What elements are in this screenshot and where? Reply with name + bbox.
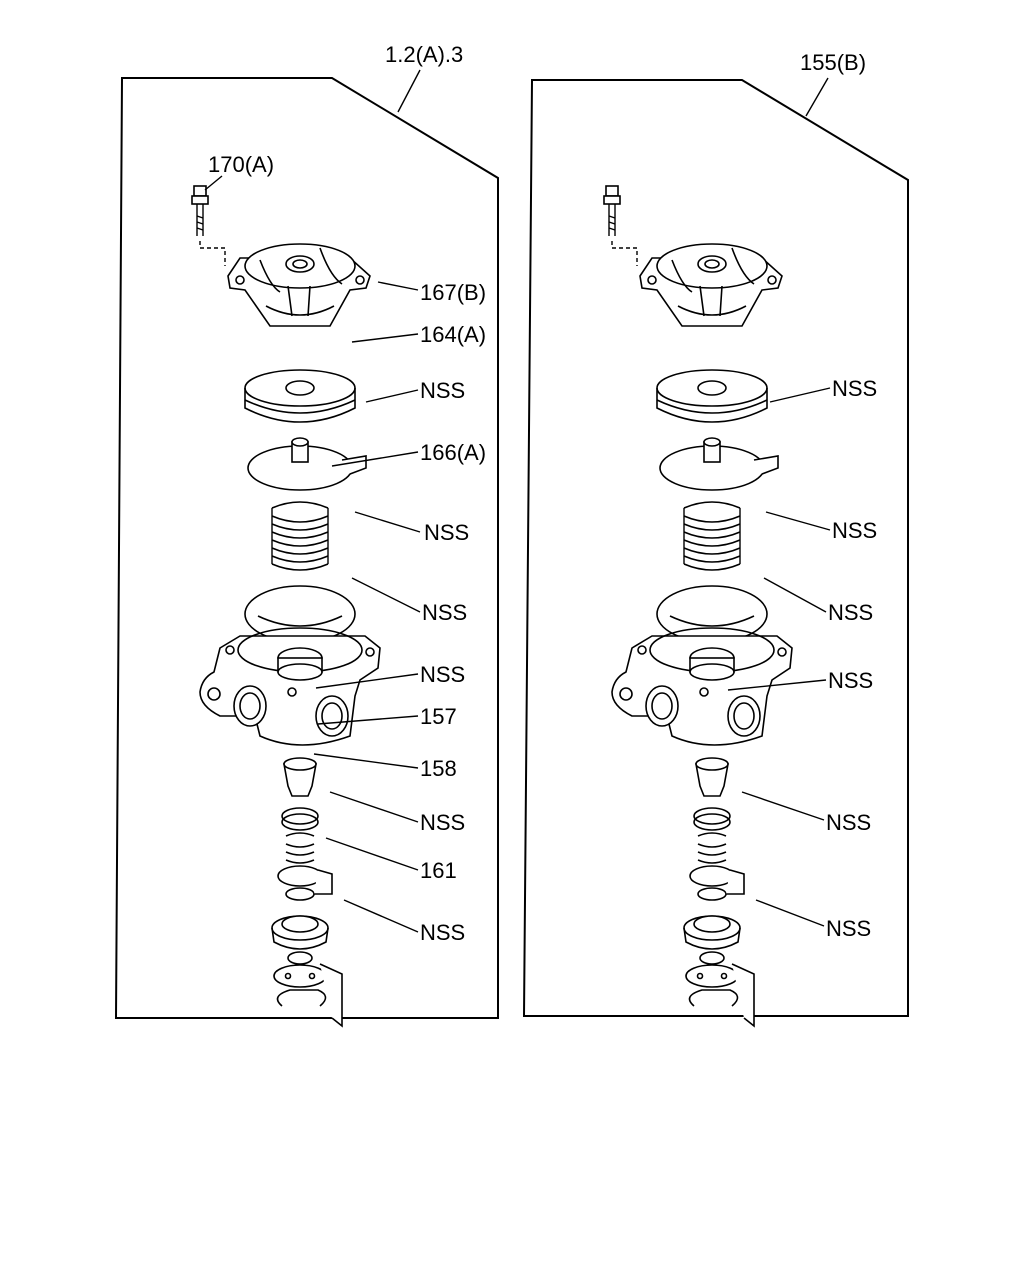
callout-164a: 164(A) xyxy=(420,322,486,347)
callout-nss-body: NSS xyxy=(828,600,873,625)
callout-nss-inlet: NSS xyxy=(828,668,873,693)
panel-left: 1.2(A).3 170(A) 167(B) 164(A) NSS 166(A)… xyxy=(114,42,499,1027)
callout-167b: 167(B) xyxy=(420,280,486,305)
panel-title: 155(B) xyxy=(800,50,866,75)
callout-nss-body: NSS xyxy=(422,600,467,625)
callout-nss-retainer: NSS xyxy=(826,916,871,941)
callout-158: 158 xyxy=(420,756,457,781)
callout-nss-inlet: NSS xyxy=(420,662,465,687)
panel-right: 155(B) NSS NSS NSS NSS NSS NSS xyxy=(522,50,909,1027)
callout-157: 157 xyxy=(420,704,457,729)
callout-170a: 170(A) xyxy=(208,152,274,177)
panel-title: 1.2(A).3 xyxy=(385,42,463,67)
callout-nss-seal: NSS xyxy=(420,810,465,835)
callout-nss-gasket: NSS xyxy=(832,518,877,543)
callout-nss-gasket: NSS xyxy=(424,520,469,545)
callout-nss-retainer: NSS xyxy=(420,920,465,945)
callout-nss-seal: NSS xyxy=(826,810,871,835)
callout-nss-disc: NSS xyxy=(832,376,877,401)
callout-nss-disc: NSS xyxy=(420,378,465,403)
callout-161: 161 xyxy=(420,858,457,883)
callout-166a: 166(A) xyxy=(420,440,486,465)
